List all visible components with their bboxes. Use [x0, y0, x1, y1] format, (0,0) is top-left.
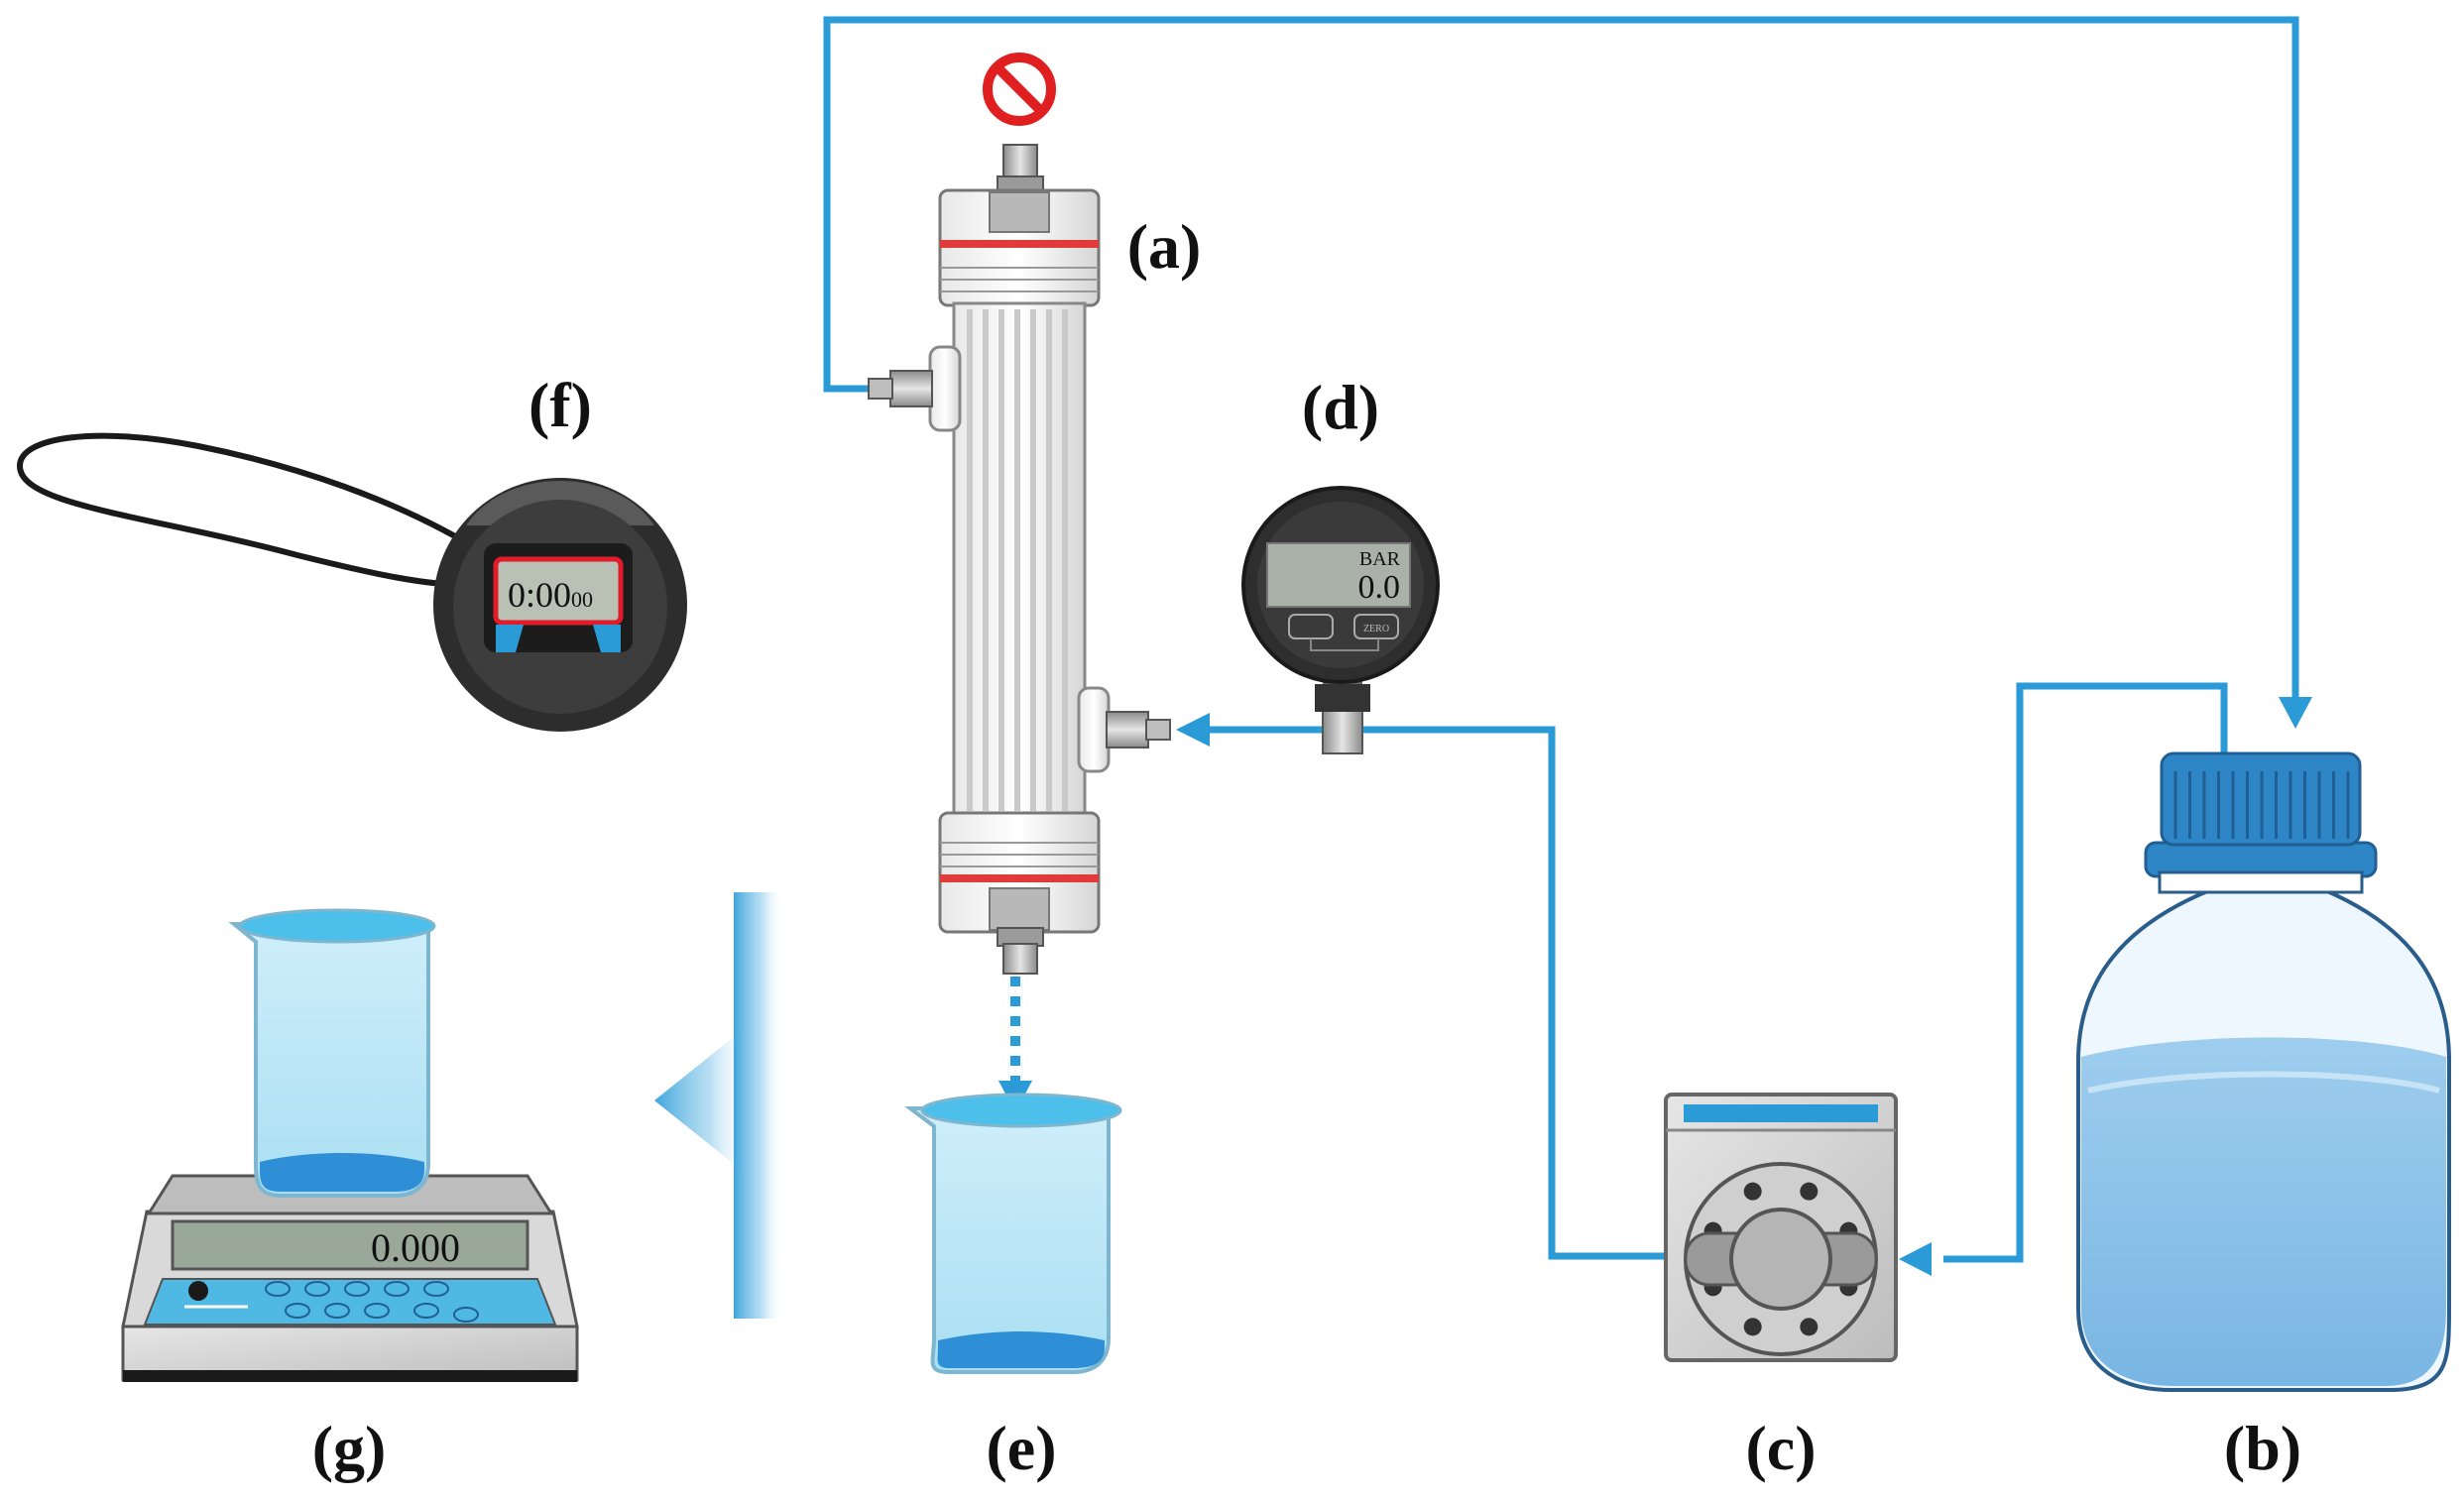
balance-key [384, 1281, 410, 1297]
svg-text:0:0000: 0:0000 [508, 575, 593, 615]
balance-key [324, 1303, 350, 1319]
gauge-button-right [1353, 614, 1399, 639]
balance-key [453, 1307, 479, 1323]
label-c: (c) [1745, 1413, 1816, 1483]
gauge-zero-label: ZERO [1363, 624, 1389, 635]
stopwatch: 0:0000 [16, 432, 687, 732]
balance-display [171, 1219, 529, 1271]
analytical-balance: 0.000 [121, 908, 579, 1382]
balance-beaker [228, 922, 430, 1198]
label-f: (f) [528, 370, 592, 440]
pump-bolt [1800, 1318, 1819, 1336]
peristaltic-pump [1664, 1093, 1898, 1362]
pressure-gauge: BAR 0.0 ZERO [1241, 486, 1440, 754]
feed-bottle [2076, 751, 2451, 1392]
arrow-into-module-icon [1176, 713, 1210, 747]
balance-keypad [143, 1278, 557, 1326]
gauge-display [1266, 542, 1411, 608]
balance-key [413, 1303, 439, 1319]
no-entry-icon [983, 53, 1056, 126]
balance-key [423, 1281, 449, 1297]
balance-key [265, 1281, 291, 1297]
pressure-line [1200, 726, 1666, 1260]
stopwatch-time: 0:00 [508, 575, 571, 615]
arrow-into-pump-icon [1899, 1242, 1932, 1276]
pump-bolt [1800, 1182, 1819, 1201]
permeate-beaker [904, 1093, 1122, 1374]
label-d: (d) [1302, 372, 1379, 442]
membrane-module [868, 53, 1171, 975]
stopwatch-display [493, 556, 624, 626]
arrow-into-bottle-icon [2279, 697, 2312, 729]
label-b: (b) [2224, 1413, 2301, 1483]
label-g: (g) [312, 1413, 387, 1483]
balance-key [304, 1281, 330, 1297]
stopwatch-right-button [593, 625, 621, 652]
label-e: (e) [986, 1413, 1056, 1483]
stopwatch-left-button [496, 625, 524, 652]
balance-key [285, 1303, 310, 1319]
balance-key [364, 1303, 390, 1319]
transfer-arrow-icon [654, 892, 783, 1319]
pump-bolt [1743, 1182, 1762, 1201]
feed-line [1943, 682, 2228, 1263]
balance-key [344, 1281, 370, 1297]
pump-bolt [1743, 1318, 1762, 1336]
tubing [823, 16, 2299, 1263]
gauge-unit: BAR [1359, 548, 1401, 570]
balance-power-button [188, 1281, 208, 1301]
balance-reading: 0.000 [371, 1225, 460, 1270]
gauge-value: 0.0 [1358, 569, 1401, 606]
retentate-return-line [823, 16, 2299, 699]
stopwatch-time-fraction: 00 [571, 587, 593, 612]
label-a: (a) [1127, 211, 1202, 282]
